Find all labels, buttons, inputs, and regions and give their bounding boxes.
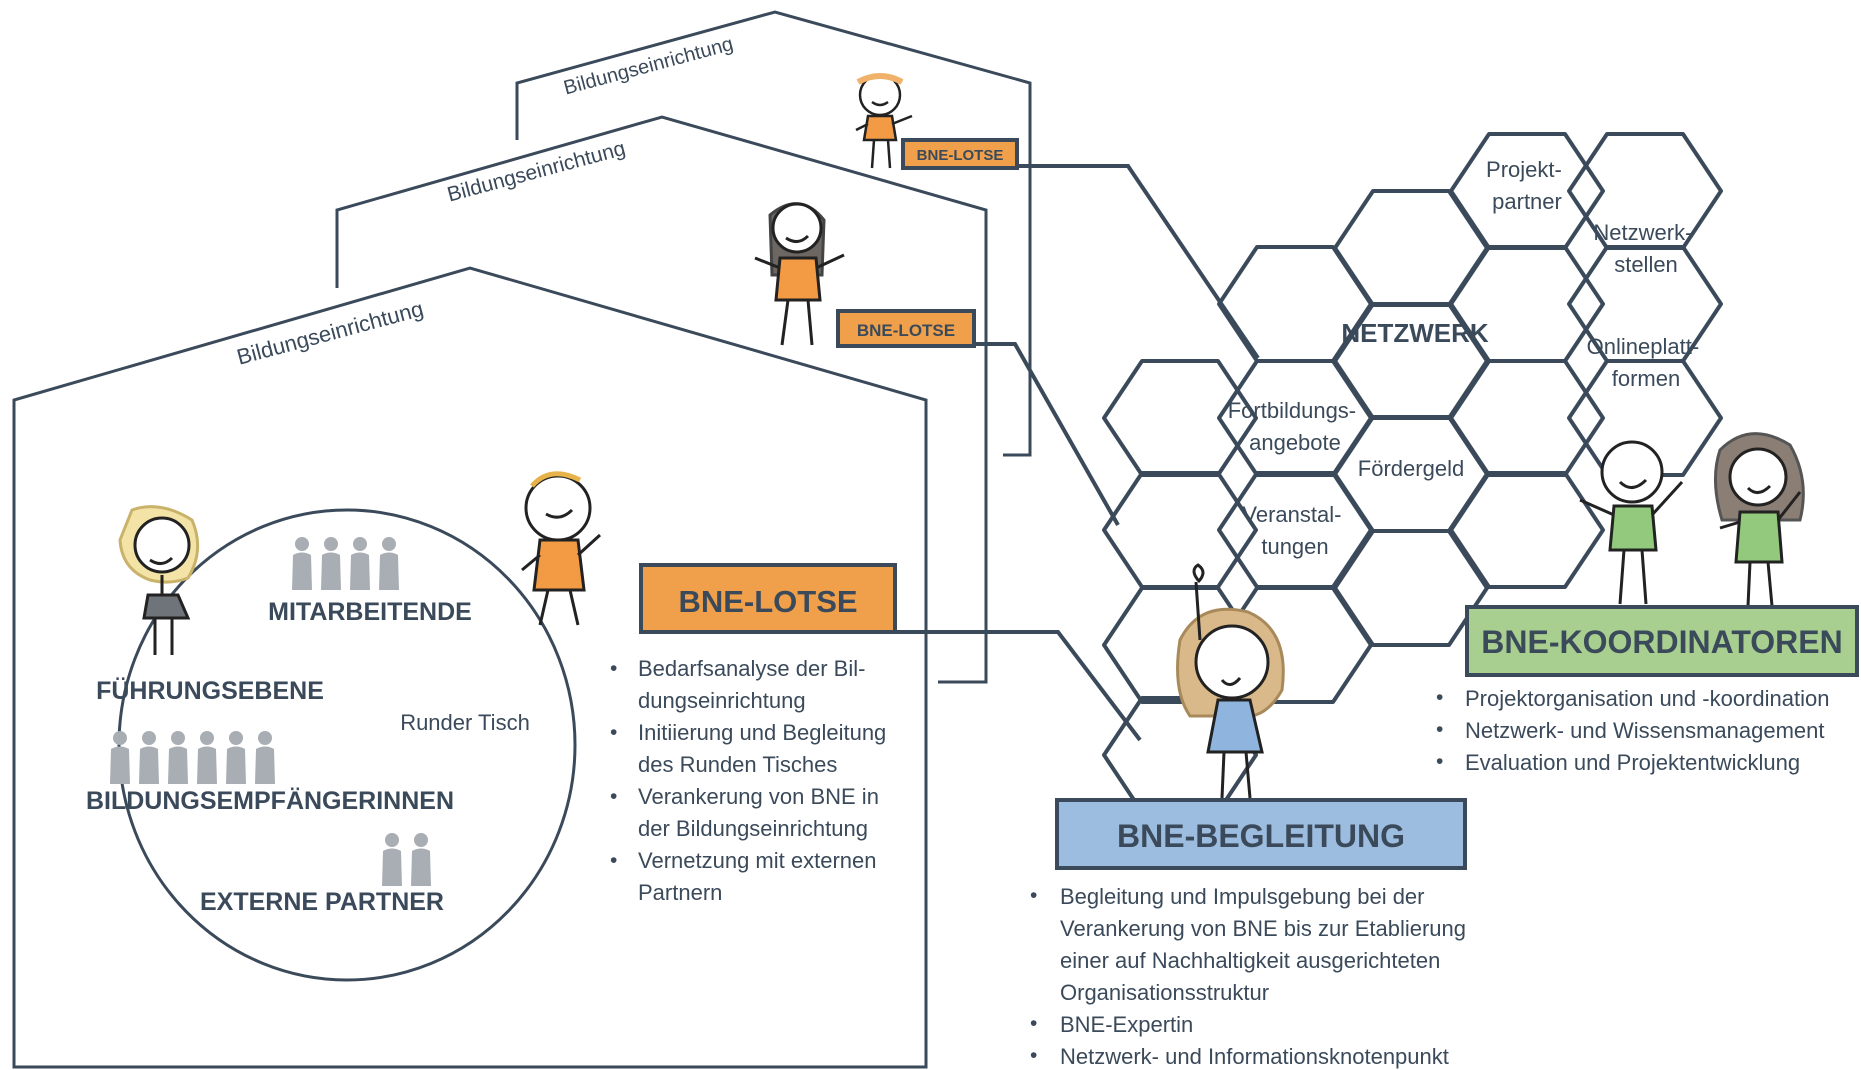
svg-text:Veranstal- tungen: Veranstal- tungen	[1242, 502, 1347, 559]
network-cell-projekt-2: partner	[1492, 189, 1562, 214]
koordinatoren-bullet-3: Evaluation und Projektentwicklung	[1465, 750, 1800, 775]
figure-lotse-middle	[754, 202, 845, 346]
connector-back-lotse	[1018, 164, 1260, 360]
svg-text:•: •	[610, 721, 617, 744]
svg-text:Projekt- partner: Projekt- partner	[1486, 157, 1568, 214]
svg-text:Bedarfsanalyse der Bil-: Bedarfsanalyse der Bil- dungseinrichtung	[638, 656, 872, 713]
begleitung-bullets: • Begleitung und Impulsgebung bei der Ve…	[1030, 884, 1472, 1069]
begleitung-box: BNE-BEGLEITUNG	[1055, 798, 1467, 870]
figure-lotse-front	[521, 471, 602, 626]
group-mitarbeitende: MITARBEITENDE	[268, 598, 472, 626]
svg-text:•: •	[610, 849, 617, 872]
svg-text:•: •	[1030, 1012, 1037, 1035]
koordinatoren-bullet-2: Netzwerk- und Wissensmanagement	[1465, 718, 1824, 743]
svg-text:Fortbildungs- angebote: Fortbildungs- angebote	[1228, 398, 1363, 455]
svg-text:Initiierung und Begleitung: Initiierung und Begleitung des Runden Ti…	[638, 720, 892, 777]
svg-text:•: •	[1436, 750, 1443, 773]
svg-text:Netzwerk- stellen: Netzwerk- stellen	[1593, 220, 1698, 277]
lotse-bullet-3-line-1: Verankerung von BNE in	[638, 784, 879, 809]
svg-text:Onlineplatt- formen: Onlineplatt- formen	[1587, 334, 1706, 391]
network-cell-fortbildung-1: Fortbildungs-	[1228, 398, 1356, 423]
lotse-bullet-4-line-1: Vernetzung mit externen	[638, 848, 876, 873]
group-bildungsempfaengerinnen: BILDUNGSEMPFÄNGERINNEN	[86, 787, 454, 815]
network-cell-online-1: Onlineplatt-	[1587, 334, 1700, 359]
lotse-box: BNE-LOTSE	[639, 563, 897, 634]
lotse-small-badge-back: BNE-LOTSE	[901, 138, 1019, 170]
network-hex-cell	[1102, 471, 1258, 589]
house-front: Bildungseinrichtung	[12, 266, 928, 1069]
network-cell-fortbildung-2: angebote	[1249, 430, 1341, 455]
house-label-back: Bildungseinrichtung	[561, 33, 735, 99]
begleitung-bullet-1-line-3: einer auf Nachhaltigkeit ausgerichteten	[1060, 948, 1440, 973]
figure-fuehrungsebene	[118, 505, 200, 655]
network-cell-veranstaltungen-2: tungen	[1261, 534, 1328, 559]
svg-text:•: •	[610, 785, 617, 808]
begleitung-title: BNE-BEGLEITUNG	[1117, 818, 1405, 854]
connector-lines	[896, 164, 1260, 742]
lotse-bullet-2-line-2: des Runden Tisches	[638, 752, 837, 777]
svg-text:•: •	[1030, 884, 1037, 907]
round-table: Runder Tisch MITARBEITENDE FÜHRUNGSEBENE…	[86, 508, 577, 982]
connector-front-lotse	[896, 630, 1142, 742]
begleitung-bullet-1-line-4: Organisationsstruktur	[1060, 980, 1269, 1005]
svg-text:Vernetzung mit externen: Vernetzung mit externen Partnern	[638, 848, 883, 905]
svg-text:•: •	[610, 657, 617, 680]
network-labels: Projekt- partner Netzwerk- stellen Onlin…	[1228, 157, 1706, 559]
figure-koordinator-1	[1579, 440, 1684, 605]
network-cell-netzwerkstellen-2: stellen	[1614, 252, 1678, 277]
network-title: NETZWERK	[1341, 318, 1489, 348]
lotse-bullet-1-line-2: dungseinrichtung	[638, 688, 806, 713]
lotse-bullet-1-line-1: Bedarfsanalyse der Bil-	[638, 656, 865, 681]
network-cell-online-2: formen	[1612, 366, 1680, 391]
group-fuehrungsebene: FÜHRUNGSEBENE	[96, 676, 324, 705]
svg-text:•: •	[1030, 1044, 1037, 1067]
network-hex-cell	[1449, 471, 1605, 589]
figure-koordinator-2	[1713, 432, 1805, 607]
connector-middle-lotse	[974, 342, 1120, 526]
koordinatoren-title: BNE-KOORDINATOREN	[1481, 624, 1842, 660]
figure-begleitung	[1176, 563, 1285, 799]
network-cell-projekt-1: Projekt-	[1486, 157, 1562, 182]
lotse-badge-middle-text: BNE-LOTSE	[857, 321, 955, 340]
svg-text:Begleitung und Impulsgebung be: Begleitung und Impulsgebung bei der Vera…	[1060, 884, 1472, 1005]
figure-lotse-back	[855, 73, 913, 169]
lotse-bullets: • Bedarfsanalyse der Bil- dungseinrichtu…	[610, 656, 892, 905]
lotse-bullet-4-line-2: Partnern	[638, 880, 722, 905]
koordinatoren-bullets: • Projektorganisation und -koordination …	[1436, 686, 1829, 775]
begleitung-bullet-2: BNE-Expertin	[1060, 1012, 1193, 1037]
network-cell-veranstaltungen-1: Veranstal-	[1242, 502, 1341, 527]
begleitung-bullet-1-line-2: Verankerung von BNE bis zur Etablierung	[1060, 916, 1466, 941]
begleitung-bullet-1-line-1: Begleitung und Impulsgebung bei der	[1060, 884, 1425, 909]
round-table-label: Runder Tisch	[400, 710, 530, 735]
svg-text:Verankerung von BNE in d: Verankerung von BNE in der Bildungseinri…	[638, 784, 885, 841]
network-cell-foerdergeld: Fördergeld	[1358, 456, 1464, 481]
lotse-title: BNE-LOTSE	[678, 584, 857, 619]
svg-text:•: •	[1436, 718, 1443, 741]
lotse-bullet-2-line-1: Initiierung und Begleitung	[638, 720, 886, 745]
begleitung-bullet-3: Netzwerk- und Informationsknotenpunkt	[1060, 1044, 1449, 1069]
group-externe-partner: EXTERNE PARTNER	[200, 888, 444, 916]
koordinatoren-box: BNE-KOORDINATOREN	[1465, 605, 1859, 677]
lotse-badge-back-text: BNE-LOTSE	[917, 147, 1004, 164]
koordinatoren-bullet-1: Projektorganisation und -koordination	[1465, 686, 1829, 711]
network-cell-netzwerkstellen-1: Netzwerk-	[1593, 220, 1692, 245]
svg-text:•: •	[1436, 686, 1443, 709]
lotse-bullet-3-line-2: der Bildungseinrichtung	[638, 816, 868, 841]
lotse-small-badge-middle: BNE-LOTSE	[836, 309, 976, 348]
